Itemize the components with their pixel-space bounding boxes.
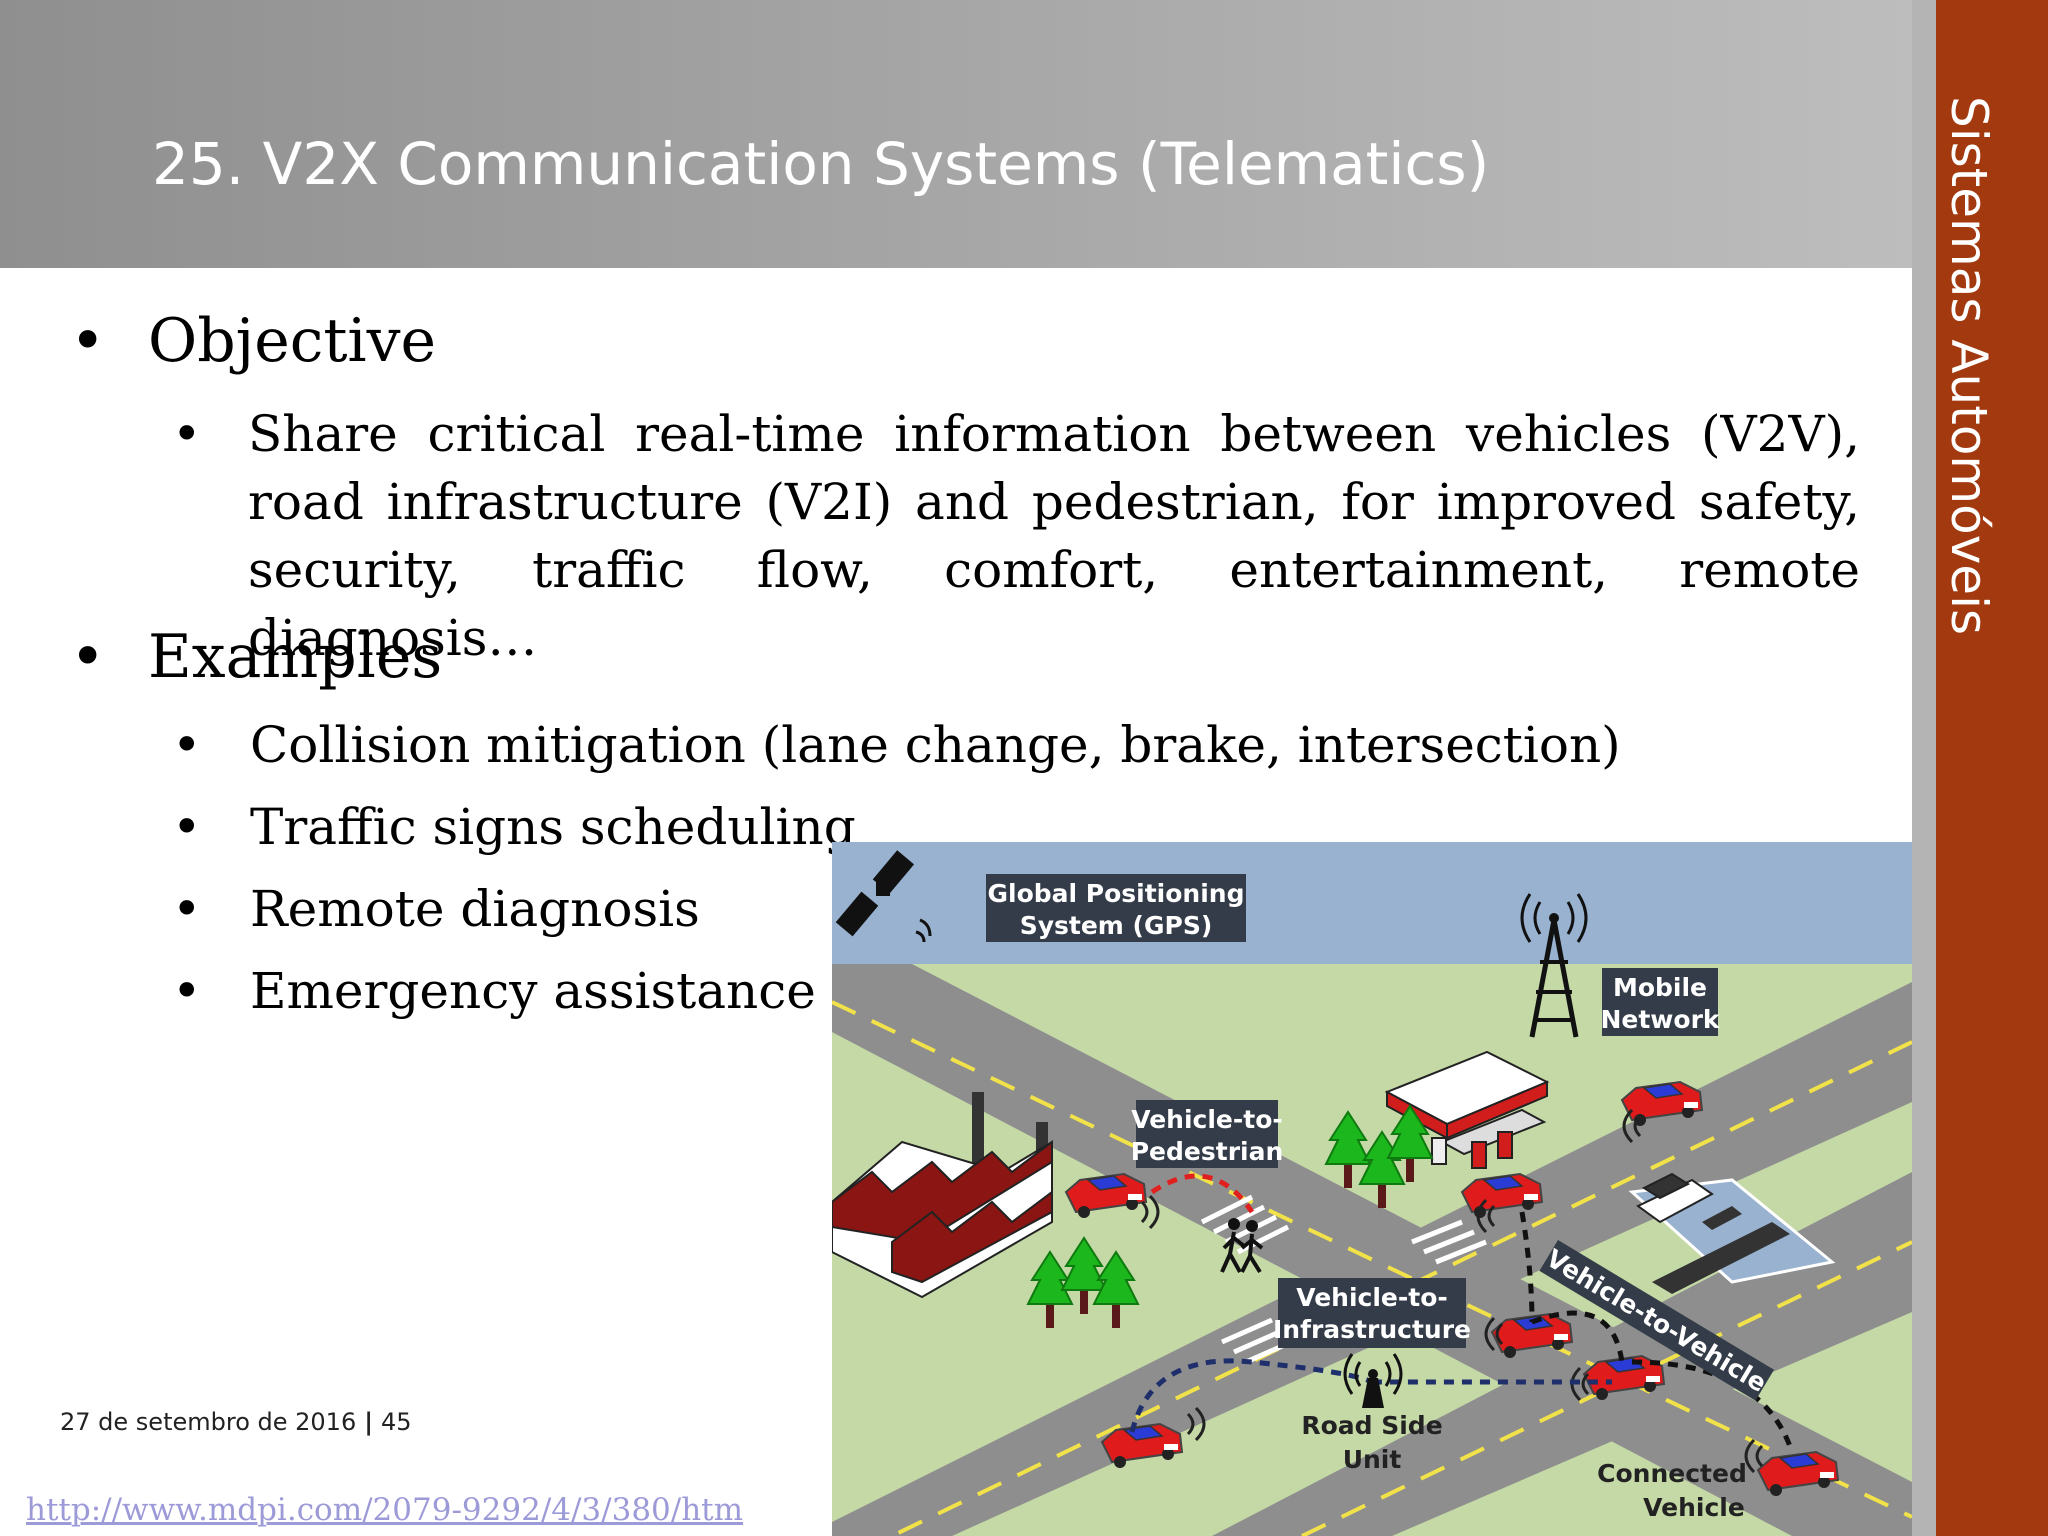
- objective-text: Share critical real-time information bet…: [248, 405, 1860, 667]
- mobile-network-label: Network: [1600, 1005, 1720, 1034]
- side-band: [1936, 0, 2048, 1536]
- v2x-diagram-svg: Global Positioning System (GPS) Mobile N…: [832, 842, 1912, 1536]
- connected-vehicle-label: Vehicle: [1643, 1493, 1745, 1522]
- airport-icon: [1628, 1172, 1836, 1294]
- lane-marking: [1301, 1240, 1912, 1536]
- v2p-link: [1150, 1173, 1255, 1214]
- v2p-label-box: [1136, 1100, 1278, 1168]
- header-band: 25. V2X Communication Systems (Telematic…: [0, 0, 1912, 268]
- bullet-dot: •: [172, 798, 202, 856]
- bullet-dot: •: [172, 962, 202, 1020]
- v2v-label-box: [1539, 1240, 1775, 1401]
- connected-vehicle-label: Connected: [1597, 1459, 1747, 1488]
- side-gray-strip: [1912, 0, 1936, 1536]
- list-item: •Collision mitigation (lane change, brak…: [172, 716, 1621, 774]
- list-item: •Emergency assistance: [172, 962, 816, 1020]
- page-number: 45: [380, 1408, 412, 1436]
- v2i-label: Infrastructure: [1273, 1315, 1471, 1344]
- side-title: Sistemas Automóveis: [1940, 96, 1998, 636]
- bullet-dot: •: [70, 622, 106, 692]
- gps-label-box: [986, 874, 1246, 942]
- slide-title: 25. V2X Communication Systems (Telematic…: [152, 130, 1490, 198]
- gps-label: Global Positioning: [987, 879, 1244, 908]
- cell-tower-icon: [1520, 893, 1588, 1038]
- road-side-unit-label: Road Side: [1301, 1411, 1442, 1440]
- v2x-diagram: Global Positioning System (GPS) Mobile N…: [832, 842, 1912, 1536]
- bullet-objective: • Objective: [70, 306, 436, 376]
- mobile-label-box: [1602, 968, 1718, 1036]
- v2i-link: [1129, 1358, 1374, 1433]
- list-item: •Remote diagnosis: [172, 880, 700, 938]
- satellite-icon: [835, 850, 932, 943]
- v2i-label: Vehicle-to-: [1296, 1283, 1448, 1312]
- v2v-link: [1519, 1211, 1535, 1323]
- lane-marking: [891, 1040, 1912, 1536]
- bullet-dot: •: [172, 716, 202, 774]
- objective-heading: Objective: [148, 306, 437, 376]
- bullet-examples: • Examples: [70, 622, 442, 692]
- road-side-unit-icon: [1343, 1353, 1403, 1408]
- road-side-unit-label: Unit: [1343, 1445, 1402, 1474]
- v2p-label: Pedestrian: [1131, 1137, 1284, 1166]
- v2p-label: Vehicle-to-: [1131, 1105, 1283, 1134]
- gps-label: System (GPS): [1020, 911, 1213, 940]
- list-item: •Traffic signs scheduling: [172, 798, 856, 856]
- lane-marking: [832, 1000, 1912, 1519]
- bullet-dot: •: [172, 880, 202, 938]
- mobile-network-label: Mobile: [1613, 973, 1707, 1002]
- v2i-label-box: [1278, 1278, 1466, 1348]
- footer: 27 de setembro de 2016|45: [60, 1408, 412, 1436]
- gas-station-icon: [1384, 1050, 1550, 1169]
- bullet-dot: •: [172, 405, 202, 463]
- examples-heading: Examples: [148, 622, 443, 692]
- factory-icon: [832, 1092, 1053, 1299]
- source-link[interactable]: http://www.mdpi.com/2079-9292/4/3/380/ht…: [26, 1492, 744, 1528]
- footer-separator: |: [364, 1408, 373, 1436]
- bullet-dot: •: [70, 306, 106, 376]
- footer-date: 27 de setembro de 2016: [60, 1408, 357, 1436]
- pedestrian-icon: [1220, 1218, 1264, 1274]
